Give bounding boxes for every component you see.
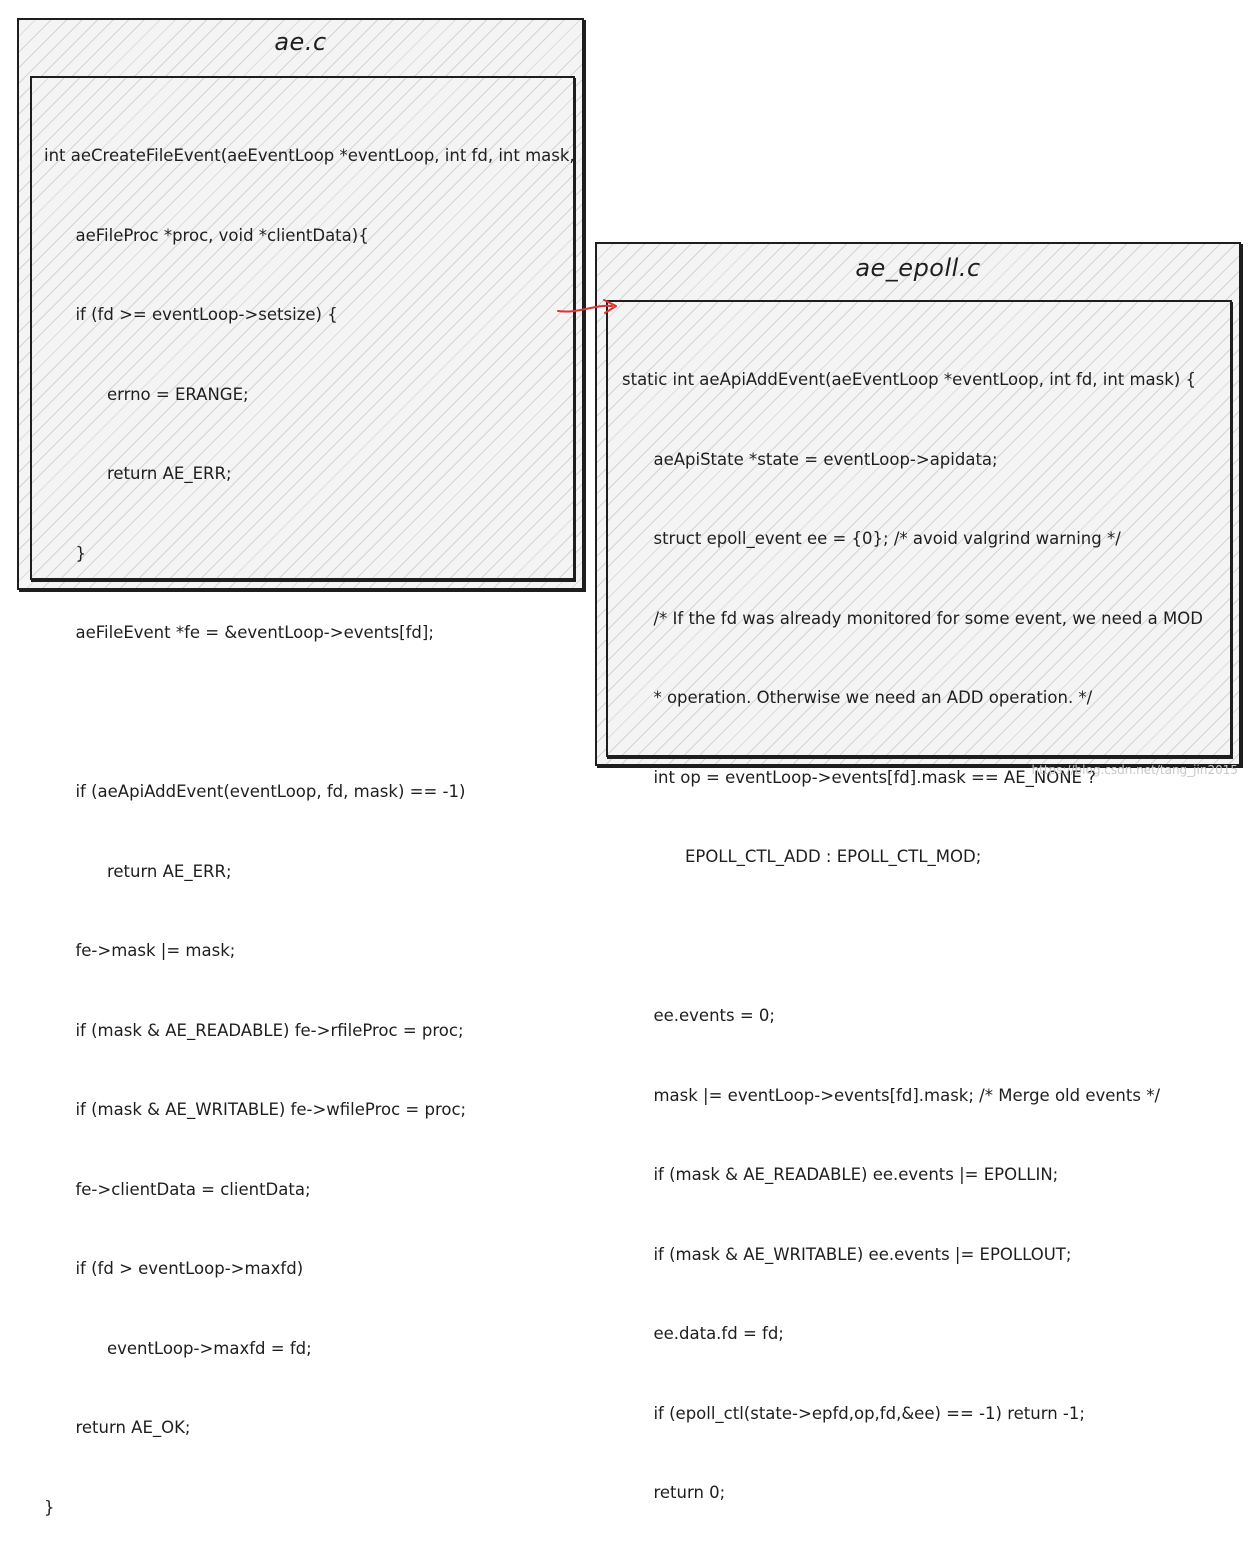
- call-arrow-line: [558, 306, 612, 312]
- code-line: if (fd > eventLoop->maxfd): [44, 1256, 575, 1283]
- code-line: fe->clientData = clientData;: [44, 1177, 575, 1204]
- code-line: return 0;: [622, 1480, 1203, 1507]
- call-arrow: [0, 0, 1256, 781]
- code-line: if (mask & AE_WRITABLE) ee.events |= EPO…: [622, 1242, 1203, 1269]
- code-line: if (mask & AE_WRITABLE) fe->wfileProc = …: [44, 1097, 575, 1124]
- code-line: return AE_ERR;: [44, 859, 575, 886]
- code-line: }: [622, 1560, 1203, 1562]
- code-line: ee.data.fd = fd;: [622, 1321, 1203, 1348]
- code-line: ee.events = 0;: [622, 1003, 1203, 1030]
- code-line: if (mask & AE_READABLE) ee.events |= EPO…: [622, 1162, 1203, 1189]
- watermark: https://blog.csdn.net/tang_jin2015: [1032, 763, 1238, 777]
- code-line: eventLoop->maxfd = fd;: [44, 1336, 575, 1363]
- code-line: if (epoll_ctl(state->epfd,op,fd,&ee) == …: [622, 1401, 1203, 1428]
- code-line: if (mask & AE_READABLE) fe->rfileProc = …: [44, 1018, 575, 1045]
- code-line: }: [44, 1495, 575, 1522]
- code-line-call-site: if (aeApiAddEvent(eventLoop, fd, mask) =…: [44, 779, 575, 806]
- code-line: fe->mask |= mask;: [44, 938, 575, 965]
- code-line: [622, 924, 1203, 951]
- code-line: EPOLL_CTL_ADD : EPOLL_CTL_MOD;: [622, 844, 1203, 871]
- code-line: return AE_OK;: [44, 1415, 575, 1442]
- code-line: mask |= eventLoop->events[fd].mask; /* M…: [622, 1083, 1203, 1110]
